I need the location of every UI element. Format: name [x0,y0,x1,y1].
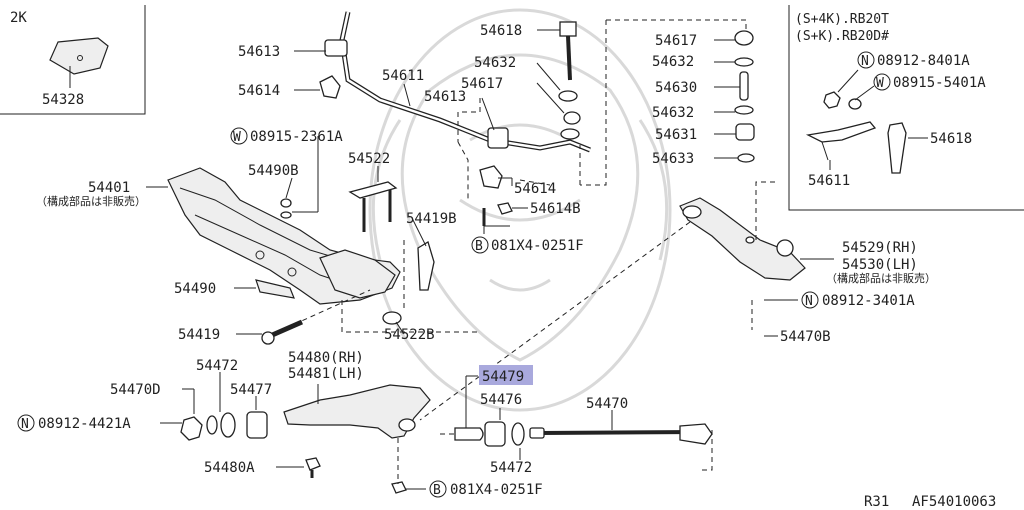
label-54613-top: 54613 [238,44,280,60]
bracket-54419b [417,241,435,291]
link-54618-shape [887,122,907,174]
variant-line-1: (S+4K).RB20T [795,12,889,27]
inset-2k: 2K 54328 [0,5,146,115]
label-54470b: 54470B [780,329,831,345]
right-link-stack [580,19,755,186]
label-54530: 54530(LH) [842,257,918,273]
spacer-54479-shape [454,427,484,441]
label-54617-a: 54617 [461,76,503,92]
label-54614b: 54614B [530,201,581,217]
washer-shape [848,98,862,110]
part-labels: 54613 54614 54611 54613 54618 54632 5461… [17,23,996,510]
label-54611: 54611 [382,68,424,84]
inset-variant: (S+4K).RB20T (S+K).RB20D# N 08912-8401A … [788,5,1024,211]
label-54490: 54490 [174,281,216,297]
note-54401: （構成部品は非販売） [36,194,146,208]
bushing-54613-mid [487,127,509,149]
label-54419b: 54419B [406,211,457,227]
label-54477: 54477 [230,382,272,398]
bushing-54617 [563,111,581,125]
label-54614-mid: 54614 [514,181,556,197]
label-54633: 54633 [652,151,694,167]
svg-text:N: N [805,294,813,309]
clamp-54614-mid [479,165,503,189]
label-54472-top: 54472 [196,358,238,374]
label-54476: 54476 [480,392,522,408]
stabilizer-end-shape [805,121,877,143]
label-54632-b: 54632 [652,54,694,70]
part-label-54328: 54328 [42,92,84,108]
bolt-54419 [261,319,304,345]
lower-arm-54529 [679,197,806,281]
bushing-54613-top [324,39,348,57]
label-54614-left: 54614 [238,83,280,99]
svg-text:W: W [233,130,241,145]
svg-text:B: B [433,483,441,498]
label-54617-b: 54617 [655,33,697,49]
highlight-54479 [479,365,533,385]
crossmember-54401 [167,167,401,305]
label-54479: 54479 [482,369,524,385]
label-54401: 54401 [88,180,130,196]
label-08915-2361a: 08915-2361A [250,129,343,145]
label-54472-bot: 54472 [490,460,532,476]
variant-line-2: (S+K).RB20D# [795,29,889,44]
label-54632-a: 54632 [474,55,516,71]
label-54522b: 54522B [384,327,435,343]
washer-54472-shape [511,422,525,446]
washer-54632 [558,90,578,102]
part-label-54618-inset: 54618 [930,131,972,147]
label-08912-4421a: 08912-4421A [38,416,131,432]
label-08912-3401a: 08912-3401A [822,293,915,309]
svg-text:W: W [876,76,884,91]
label-54630: 54630 [655,80,697,96]
footer-model: R31 [864,494,889,510]
nut-54522b [382,311,402,325]
label-54419: 54419 [178,327,220,343]
fasteners-left [180,411,268,441]
assembly-dash-lines [285,98,776,484]
footer-code: AF54010063 [912,494,996,510]
bushing-set [454,421,525,447]
svg-text:N: N [861,54,869,69]
inset-variant-label: 2K [10,10,27,26]
label-081x4-bot: 081X4-0251F [450,482,543,498]
label-54632-c: 54632 [652,105,694,121]
label-54481-lh: 54481(LH) [288,366,364,382]
svg-text:N: N [21,417,29,432]
label-54470: 54470 [586,396,628,412]
clamp-54614-left [319,75,341,99]
bolt-head-54618 [559,21,577,37]
bushing-54476-shape [484,421,506,447]
svg-text:B: B [475,239,483,254]
label-54613-mid: 54613 [424,89,466,105]
tension-rod-54470 [529,423,713,445]
callout-08912-8401a: 08912-8401A [877,53,970,69]
label-54490b: 54490B [248,163,299,179]
label-081x4-top: 081X4-0251F [491,238,584,254]
callout-08915-5401a: 08915-5401A [893,75,986,91]
mount-54490 [255,279,295,299]
watermark-emblem [368,8,672,412]
label-54631: 54631 [655,127,697,143]
stabilizer-bar [319,11,591,189]
label-54522: 54522 [348,151,390,167]
note-54530: （構成部品は非販売） [826,271,936,285]
nut-shape [823,91,841,109]
leader-lines [146,29,834,490]
bracket-54480 [283,384,431,439]
label-54480-rh: 54480(RH) [288,350,364,366]
bracket-54522 [348,181,398,232]
link-stack [558,21,581,140]
label-54480a: 54480A [204,460,255,476]
label-54529: 54529(RH) [842,240,918,256]
part-label-54611-inset: 54611 [808,173,850,189]
label-54618: 54618 [480,23,522,39]
label-54470d: 54470D [110,382,161,398]
